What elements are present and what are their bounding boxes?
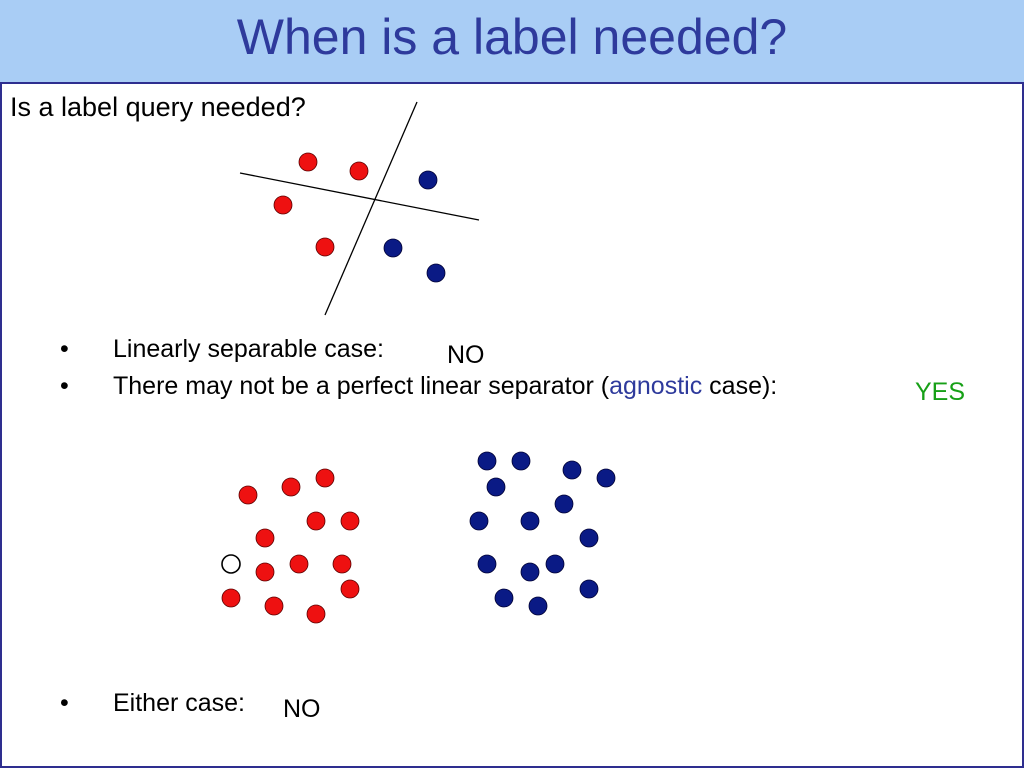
blue-point [469,511,489,531]
blue-point [545,554,565,574]
bullet-marker: • [60,372,69,400]
blue-point [477,451,497,471]
agnostic-highlight: agnostic [609,372,703,400]
title-bar [0,0,1024,82]
red-point [298,152,318,172]
blue-point [579,528,599,548]
blue-point [520,511,540,531]
slide-title: When is a label needed? [236,9,788,65]
blue-point [426,263,446,283]
bottom-red-cluster [221,468,360,624]
question-text: Is a label query needed? [10,92,306,122]
blue-point [418,170,438,190]
red-point [255,528,275,548]
separator-line-shallow [239,172,480,221]
blue-point [486,477,506,497]
red-point [340,511,360,531]
blue-point [554,494,574,514]
red-point [289,554,309,574]
red-point [255,562,275,582]
red-point [315,237,335,257]
separator-line-steep [324,101,418,316]
blue-point [511,451,531,471]
blue-point [562,460,582,480]
blue-point [528,596,548,616]
red-point [349,161,369,181]
bullet-text: There may not be a perfect linear separa… [113,372,777,401]
red-point [306,604,326,624]
answer-no: NO [283,695,321,723]
top-blue-points [383,170,446,283]
blue-point [579,579,599,599]
red-point [273,195,293,215]
unlabeled-query-point [221,554,241,574]
red-point [315,468,335,488]
red-point [264,596,284,616]
blue-point [494,588,514,608]
bullet-marker: • [60,689,69,717]
red-point [238,485,258,505]
red-point [306,511,326,531]
bullet-text: Linearly separable case: [113,335,384,363]
content-frame [0,82,1024,768]
red-point [221,588,241,608]
top-red-points [273,152,369,257]
answer-yes: YES [915,378,966,406]
bullet-text-after: case): [702,372,778,400]
red-point [281,477,301,497]
answer-no: NO [447,341,485,369]
red-point [332,554,352,574]
red-point [340,579,360,599]
bottom-blue-cluster [469,451,616,616]
bullet-text-before: There may not be a perfect linear separa… [113,372,610,400]
bullet-marker: • [60,335,69,363]
blue-point [383,238,403,258]
blue-point [520,562,540,582]
bullet-text: Either case: [113,689,246,717]
blue-point [596,468,616,488]
blue-point [477,554,497,574]
